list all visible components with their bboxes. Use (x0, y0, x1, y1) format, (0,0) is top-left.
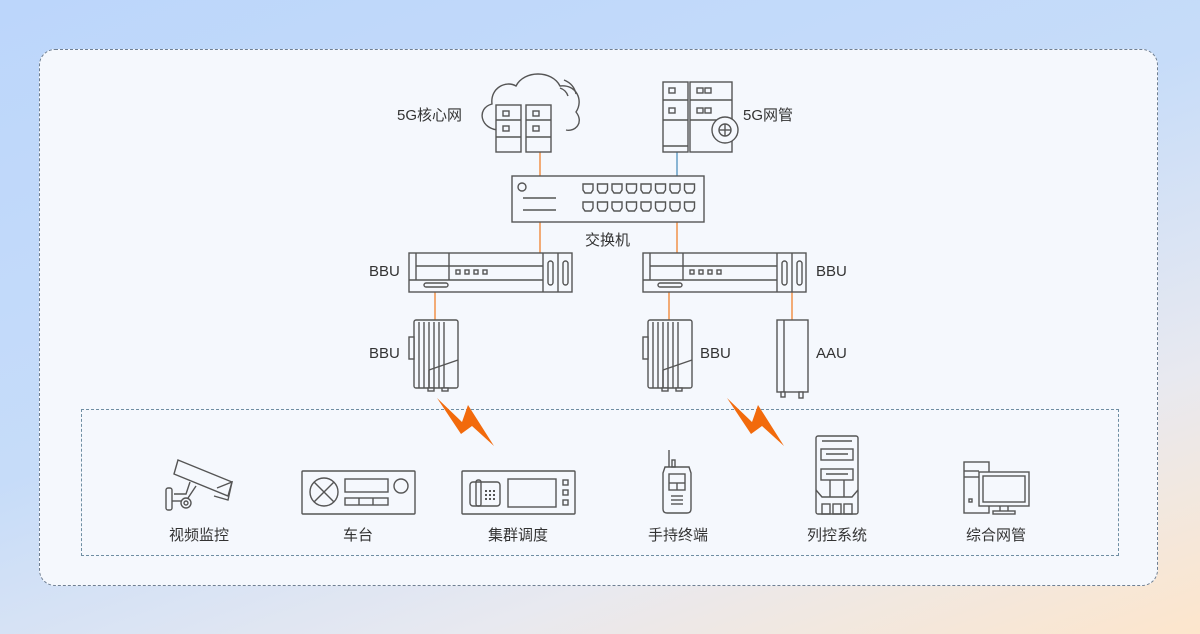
core-network-label: 5G核心网 (397, 107, 463, 124)
links (434, 152, 793, 320)
terminal-label: 视频监控 (168, 527, 230, 544)
switch-port-icon (596, 183, 609, 194)
desktop-computer-icon (963, 461, 1030, 515)
aau-label: AAU (816, 345, 847, 362)
switch-port-icon (611, 183, 623, 194)
terminal-label: 综合网管 (965, 527, 1027, 544)
switch-port-icon (640, 183, 652, 194)
core-server-icon (495, 104, 552, 153)
mgmt-server-icon (662, 81, 739, 153)
switch-port-icon (596, 201, 609, 212)
train-control-cabinet-icon (815, 435, 859, 515)
switch-port-icon (611, 201, 623, 212)
switch-port-icon (683, 201, 696, 212)
terminal-label: 手持终端 (647, 527, 709, 544)
switch-port-icon (683, 183, 696, 194)
switch-port-icon (640, 201, 652, 212)
switch-port-icon (669, 201, 681, 212)
terminal-label: 列控系统 (806, 527, 868, 544)
switch-port-icon (654, 201, 667, 212)
wireless-bolt-left-icon (437, 398, 494, 446)
network-mgmt-label: 5G网管 (743, 107, 794, 124)
switch-port-icon (582, 183, 594, 194)
aau-icon (776, 319, 809, 399)
diagram-card (39, 49, 1158, 586)
rru-right-label: BBU (700, 345, 731, 362)
cctv-camera-icon (165, 459, 233, 511)
cloud-icon (481, 73, 580, 131)
switch-port-icon (654, 183, 667, 194)
terminal-label: 车台 (342, 527, 374, 544)
switch-ports (582, 183, 696, 212)
switch-port-icon (582, 201, 594, 212)
switch-icon (511, 175, 705, 223)
switch-label: 交换机 (585, 232, 631, 249)
rru-left-label: BBU (369, 345, 400, 362)
bbu-right-label: BBU (816, 263, 847, 280)
bbu-rack-right-icon (642, 252, 807, 293)
dispatch-console-icon (461, 470, 576, 515)
rru-left-icon (408, 319, 459, 392)
terminal-area (81, 409, 1119, 556)
wireless-bolt-right-icon (727, 398, 784, 446)
bbu-left-label: BBU (369, 263, 400, 280)
switch-port-icon (669, 183, 681, 194)
bbu-rack-left-icon (408, 252, 573, 293)
rru-right-icon (642, 319, 693, 392)
handheld-radio-icon (662, 450, 692, 514)
switch-port-icon (625, 201, 638, 212)
switch-port-icon (625, 183, 638, 194)
terminal-label: 集群调度 (487, 527, 549, 544)
vehicle-radio-icon (301, 470, 416, 515)
